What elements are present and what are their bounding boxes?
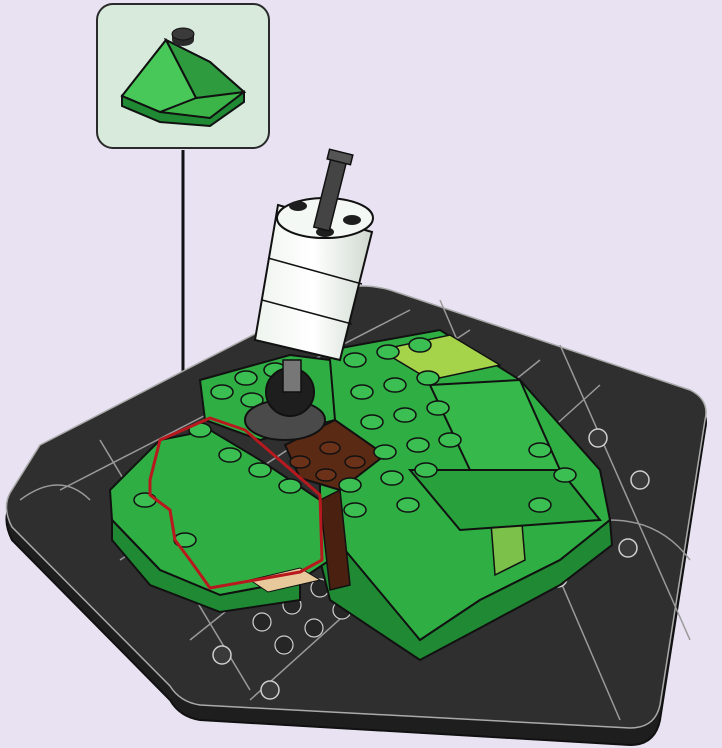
parts-callout <box>97 4 269 148</box>
